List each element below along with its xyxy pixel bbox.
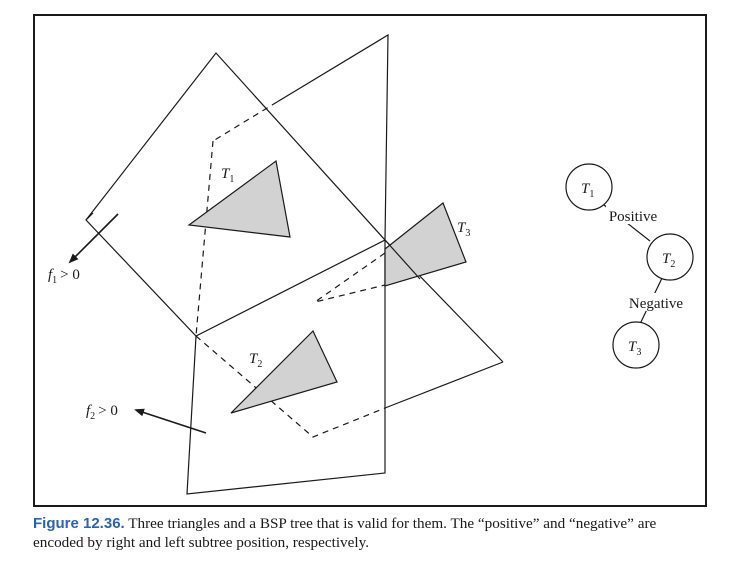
label-t1: T1 [221, 166, 234, 185]
plane-2-hidden-edge [195, 335, 386, 438]
tree-node-t2 [646, 233, 694, 281]
normal-arrow-f1 [68, 213, 119, 264]
triangle-t2 [230, 329, 338, 414]
label-t2: T2 [249, 351, 262, 370]
tree-node-t2-label: T2 [662, 251, 675, 270]
plane-1-outline [85, 33, 504, 363]
normal-arrow-f2 [134, 408, 207, 434]
triangle-t1 [187, 159, 291, 238]
tree-node-t3 [612, 321, 660, 369]
tree-edge-label-positive: Positive [609, 209, 658, 225]
label-f2: f2> 0 [86, 403, 118, 422]
plane-1-hidden-edge-2 [195, 140, 214, 337]
figure-caption: Figure 12.36. Three triangles and a BSP … [33, 514, 709, 552]
tree-node-t3-label: T3 [628, 339, 641, 358]
tree-edge-label-negative: Negative [629, 296, 683, 312]
plane-1-edge-over-t3 [384, 239, 421, 280]
tree-node-t1-label: T1 [581, 181, 594, 200]
plane-2-outline [186, 240, 386, 495]
plane-1-hidden-edge [212, 101, 278, 142]
label-t3: T3 [457, 220, 470, 239]
figure-label: Figure 12.36. [33, 515, 125, 532]
plane-3-hidden-edge [314, 252, 386, 303]
label-f1: f1> 0 [48, 267, 80, 286]
plane-1-side-edge [85, 212, 94, 221]
plane-2-right-edge [384, 361, 504, 409]
triangle-t3 [384, 202, 467, 287]
tree-node-t1 [565, 163, 613, 211]
figure-frame [33, 14, 707, 507]
caption-text: Three triangles and a BSP tree that is v… [33, 515, 657, 551]
